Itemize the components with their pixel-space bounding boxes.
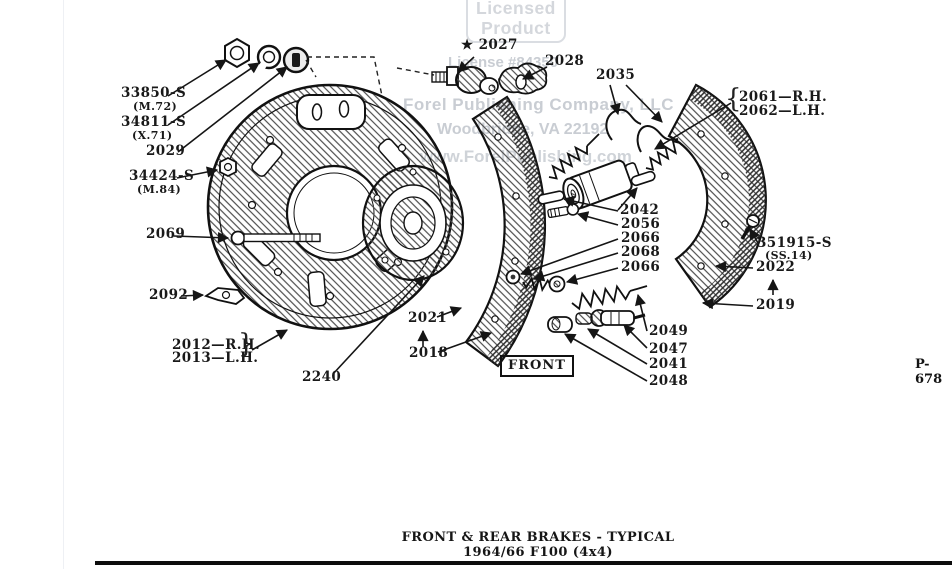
part-label-2062-lh: 2062—L.H. [739, 103, 826, 119]
part-label-2022: 2022 [756, 259, 796, 275]
part-label-2047: 2047 [649, 341, 689, 357]
part-label-2035: 2035 [596, 67, 636, 83]
part-label-2018: 2018 [409, 345, 449, 361]
switch-gasket [498, 62, 548, 95]
brake-shoe-front [464, 95, 547, 368]
part-label-2042: 2042 [620, 202, 660, 218]
part-sublabel-m84: (M.84) [137, 183, 182, 196]
part-label-2066-a: 2066 [621, 230, 661, 246]
part-sublabel-ss14: (SS.14) [765, 249, 813, 262]
part-label-2048: 2048 [649, 373, 689, 389]
part-label-2061-rh: 2061—R.H. [739, 89, 828, 105]
brace-left: { [725, 84, 742, 114]
hold-down-and-adjuster-parts [505, 269, 646, 333]
brake-shoe-rear [667, 83, 767, 309]
spindle-fasteners [219, 37, 310, 178]
part-label-2092: 2092 [149, 287, 189, 303]
license-badge: Official Licensed Product [466, 0, 566, 44]
part-label-351915-S: 351915-S [757, 235, 832, 251]
part-label-2240: 2240 [302, 369, 342, 385]
part-label-2021: 2021 [408, 310, 448, 326]
badge-line: Product [481, 18, 551, 39]
retracting-springs [522, 133, 681, 311]
page-scan-seam [63, 0, 64, 569]
badge-line: Licensed [476, 0, 556, 19]
part-label-2027: ★ 2027 [461, 37, 518, 53]
clip-2092 [203, 287, 246, 305]
front-direction-tag: FRONT [500, 355, 574, 377]
part-label-2028: 2028 [545, 53, 585, 69]
caption-line-2: 1964/66 F100 (4x4) [463, 544, 613, 560]
dashed-guides [305, 56, 435, 97]
part-sublabel-m72: (M.72) [133, 100, 178, 113]
part-label-34811-S: 34811-S [121, 114, 187, 130]
plate-code: P-678 [915, 357, 943, 387]
figure-caption: FRONT & REAR BRAKES - TYPICAL 1964/66 F1… [360, 530, 716, 561]
hold-down-pin [547, 316, 573, 333]
stoplight-switch [431, 66, 499, 95]
anchor-bolt [547, 203, 580, 219]
part-label-2068: 2068 [621, 244, 661, 260]
part-label-2041: 2041 [649, 356, 689, 372]
part-sublabel-x71: (X.71) [132, 129, 173, 142]
part-label-2069: 2069 [146, 226, 186, 242]
brake-cables [605, 108, 679, 153]
part-label-2019: 2019 [756, 297, 796, 313]
adjusting-screw [575, 309, 646, 327]
bolt-351915 [740, 214, 760, 240]
bottom-rule [95, 561, 952, 565]
part-label-2012-rh: 2012—R.H. [172, 337, 261, 353]
part-label-2049: 2049 [649, 323, 689, 339]
caption-line-1: FRONT & REAR BRAKES - TYPICAL [401, 530, 675, 545]
brace-right: } [238, 329, 255, 359]
part-label-2066-b: 2066 [621, 259, 661, 275]
bolt-2069 [230, 230, 321, 246]
hub-assembly [361, 164, 465, 282]
part-label-2013-lh: 2013—L.H. [172, 350, 259, 366]
part-label-2029: 2029 [146, 143, 186, 159]
part-label-33850-S: 33850-S [121, 85, 187, 101]
part-label-34424-S: 34424-S [129, 168, 195, 184]
front-tag-text: FRONT [500, 355, 574, 377]
leader-lines [167, 56, 779, 382]
part-label-2056: 2056 [621, 216, 661, 232]
company-watermark: Forel Publishing Company, LLC [403, 95, 675, 114]
